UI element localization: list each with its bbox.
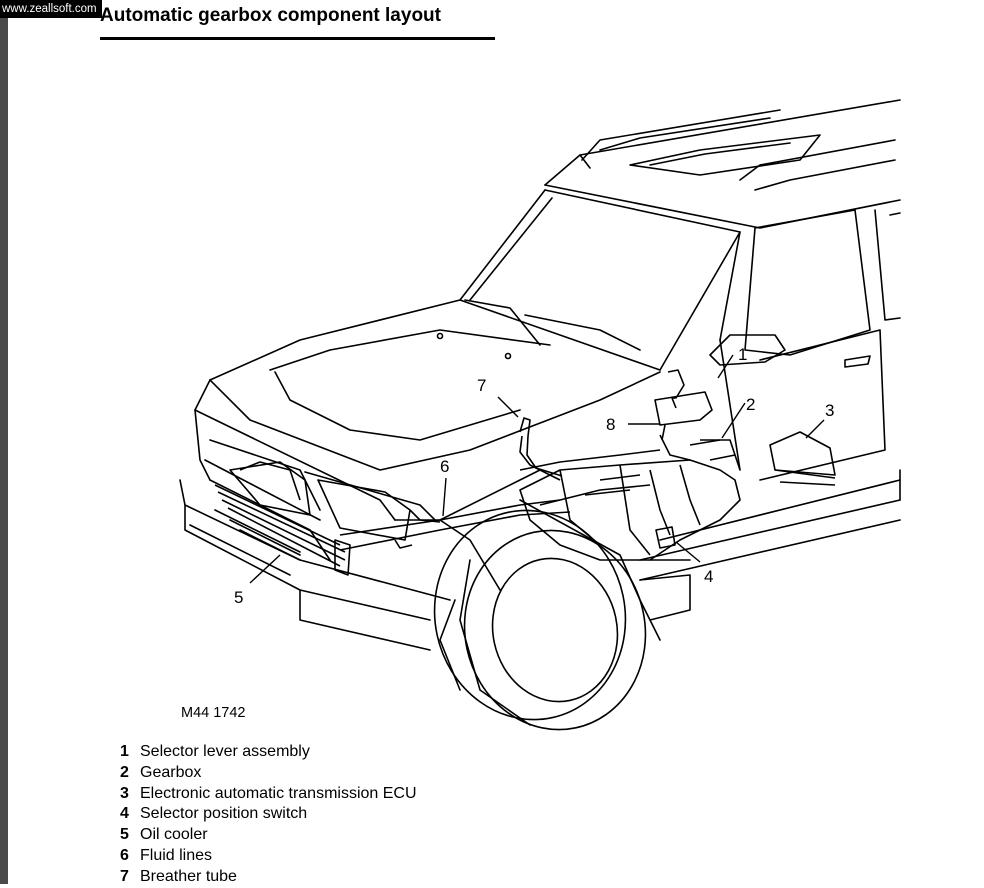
watermark: www.zeallsoft.com [0, 0, 102, 18]
callout-1: 1 [738, 345, 747, 364]
gearbox-casing [519, 459, 741, 561]
selector-position-switch [655, 526, 676, 549]
page-left-border [0, 0, 8, 884]
oil-cooler [214, 484, 341, 546]
transmission-components [214, 369, 836, 576]
vehicle-body-outline [179, 99, 901, 731]
callout-4: 4 [704, 567, 713, 586]
callout-numbers: 1 2 3 4 5 6 7 8 [234, 345, 834, 607]
transmission-ecu [769, 431, 836, 476]
callout-leaders [249, 354, 825, 584]
selector-lever [667, 369, 685, 399]
title-underline [100, 37, 495, 40]
callout-2: 2 [746, 395, 755, 414]
page-title: Automatic gearbox component layout [100, 5, 441, 26]
breather-tube [519, 417, 531, 437]
callout-7: 7 [477, 376, 486, 395]
callout-5: 5 [234, 588, 243, 607]
callout-3: 3 [825, 401, 834, 420]
callout-6: 6 [440, 457, 449, 476]
figure-code: M44 1742 [181, 705, 246, 721]
fluid-lines [339, 499, 561, 536]
callout-8: 8 [606, 415, 615, 434]
